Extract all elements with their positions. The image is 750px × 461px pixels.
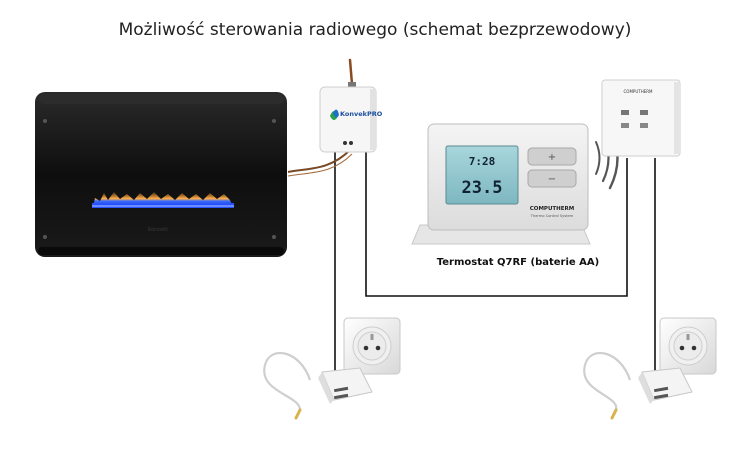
antenna bbox=[350, 60, 352, 84]
heater-top-edge bbox=[38, 94, 284, 104]
screw bbox=[43, 235, 47, 239]
thermostat-q7rf: 7:28 23.5 + − COMPUTHERM Thermo Control … bbox=[412, 124, 590, 244]
screw bbox=[272, 119, 276, 123]
screw bbox=[43, 119, 47, 123]
heater-brand-label: Konvekt bbox=[148, 227, 168, 233]
heater-bottom-edge bbox=[38, 247, 284, 255]
konvekpro-controller: KonvekPRO bbox=[320, 60, 383, 152]
receiver-button[interactable] bbox=[621, 123, 629, 128]
thermostat-caption: Termostat Q7RF (baterie AA) bbox=[418, 257, 618, 268]
receiver-brand: COMPUTHERM bbox=[624, 89, 653, 94]
receiver-led bbox=[640, 110, 648, 115]
controller-logo-text: KonvekPRO bbox=[340, 110, 383, 118]
heater-cable bbox=[288, 150, 350, 172]
computherm-receiver: COMPUTHERM bbox=[602, 80, 680, 156]
receiver-led bbox=[621, 110, 629, 115]
display-temperature: 23.5 bbox=[462, 178, 503, 198]
receiver-button[interactable] bbox=[640, 123, 648, 128]
minus-icon: − bbox=[548, 174, 556, 185]
thermostat-brand: COMPUTHERM bbox=[530, 206, 575, 212]
display-time: 7:28 bbox=[469, 155, 496, 168]
plus-icon: + bbox=[548, 152, 556, 163]
controller-led bbox=[349, 141, 353, 145]
controller-body bbox=[320, 87, 376, 152]
wall-socket-right bbox=[660, 318, 716, 374]
screw bbox=[272, 235, 276, 239]
controller-led bbox=[343, 141, 347, 145]
thermostat-subtitle: Thermo Control System bbox=[530, 214, 574, 218]
gas-heater: Konvekt bbox=[35, 92, 287, 257]
controller-side bbox=[370, 89, 376, 150]
wall-socket-left bbox=[344, 318, 400, 374]
receiver-side bbox=[674, 82, 680, 154]
